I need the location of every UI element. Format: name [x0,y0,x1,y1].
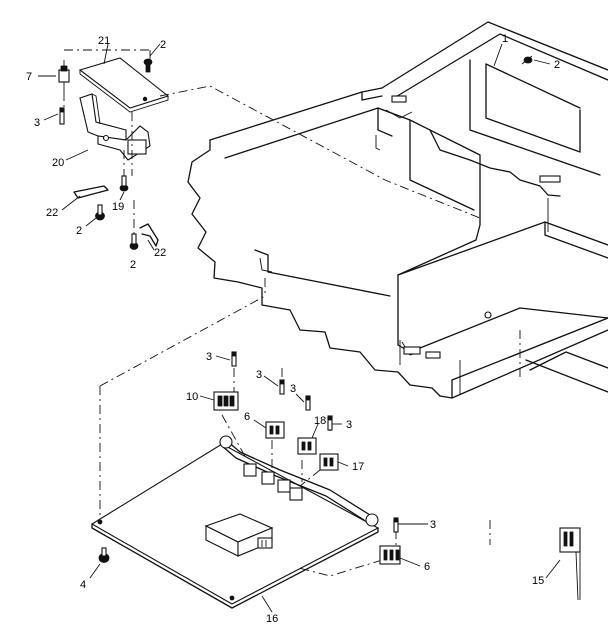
callout-2: 2 [130,259,136,271]
callout-2: 2 [76,225,82,237]
connector-10 [213,391,239,411]
callout-3: 3 [256,369,262,381]
callout-3: 3 [430,519,436,531]
callout-22: 22 [46,207,58,219]
screw-2-chassis [521,55,533,65]
bracket-20 [79,93,151,161]
callout-20: 20 [52,157,64,169]
connector-6-lower [379,545,401,565]
callout-3: 3 [346,419,352,431]
callout-15: 15 [532,575,544,587]
callout-1: 1 [502,33,508,45]
callout-18: 18 [314,415,326,427]
callout-6: 6 [424,561,430,573]
screw-4 [98,547,110,563]
leader-lines [38,43,561,613]
callout-7: 7 [26,71,32,83]
callout-2: 2 [554,59,560,71]
screw-2-left [95,204,105,221]
callout-3: 3 [290,383,296,395]
callout-22: 22 [154,247,166,259]
callout-3: 3 [34,117,40,129]
callout-6: 6 [244,411,250,423]
circuit-board-16 [90,435,380,609]
clip-22-left [73,185,109,199]
callout-16: 16 [266,613,278,625]
screw-2-bottom [129,233,139,250]
connector-18 [297,437,317,455]
connector-7 [58,65,70,92]
callout-21: 21 [98,35,110,47]
callout-3: 3 [206,351,212,363]
connector-6-upper [265,421,285,439]
pins-3 [231,351,399,533]
connector-15 [559,527,581,601]
chassis-frame [187,21,608,399]
connector-17 [319,453,339,471]
callout-4: 4 [80,579,86,591]
callout-2: 2 [160,39,166,51]
pin-3-left [59,107,65,125]
callout-17: 17 [352,461,364,473]
callout-19: 19 [112,201,124,213]
callout-labels: 21 2 7 3 20 22 2 19 2 22 1 2 3 10 3 6 3 … [26,33,560,625]
callout-10: 10 [186,391,198,403]
screw-19 [119,175,129,192]
clip-22-right [139,223,159,247]
screw-2-top [143,58,153,73]
cover-plate-21 [78,57,170,113]
